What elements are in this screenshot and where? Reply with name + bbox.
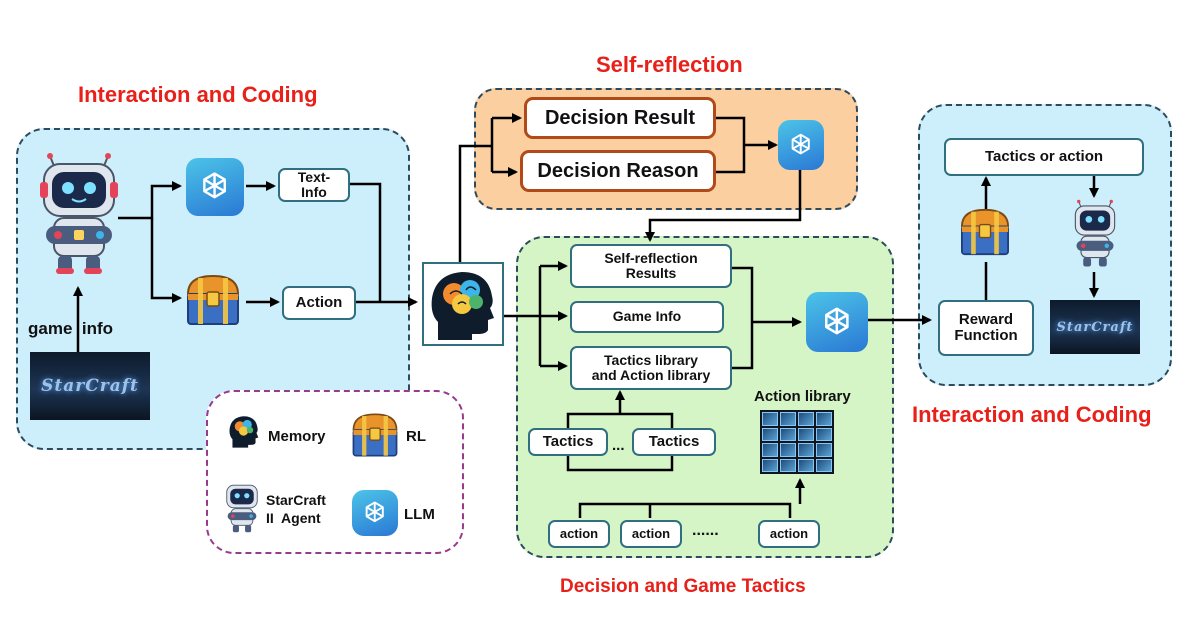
action-library-label: Action library (754, 388, 851, 405)
starcraft-logo: StarCraft (30, 352, 150, 420)
starcraft-logo-text: StarCraft (41, 376, 139, 396)
action-box-2: action (620, 520, 682, 548)
game-info-label: game info (28, 319, 114, 338)
treasure-chest-icon (352, 413, 398, 457)
legend-agent-label: StarCraft II Agent (266, 492, 326, 526)
decision-result-box: Decision Result (524, 97, 716, 139)
action-box-3: action (758, 520, 820, 548)
starcraft-logo-text: StarCraft (1056, 319, 1134, 335)
self-reflection-results-box: Self-reflection Results (570, 244, 732, 288)
action-dots: ...... (692, 522, 719, 539)
treasure-chest-icon (186, 274, 240, 325)
chatgpt-icon (806, 292, 868, 352)
treasure-chest-icon (960, 208, 1010, 256)
title-self-reflection: Self-reflection (596, 52, 743, 77)
text-info-box: Text- Info (278, 168, 350, 202)
action-library-image (760, 410, 834, 474)
legend-memory-label: Memory (268, 428, 326, 445)
memory-brain-box (422, 262, 504, 346)
chatgpt-icon (186, 158, 244, 216)
chatgpt-icon (352, 490, 398, 536)
chatgpt-icon (778, 120, 824, 170)
game-info-box: Game Info (570, 301, 724, 333)
title-decision-tactics: Decision and Game Tactics (560, 576, 806, 597)
action-box-1: action (548, 520, 610, 548)
brain-head-icon (229, 416, 259, 448)
title-right-interaction: Interaction and Coding (912, 402, 1152, 427)
legend-llm-label: LLM (404, 506, 435, 523)
action-box: Action (282, 286, 356, 320)
tactics-ellipsis: ... (612, 437, 625, 454)
tactics-library-box: Tactics library and Action library (570, 346, 732, 390)
robot-icon (1074, 199, 1116, 267)
tactics-box-1: Tactics (528, 428, 608, 456)
reward-function-box: Reward Function (938, 300, 1034, 356)
tactics-box-2: Tactics (632, 428, 716, 456)
robot-icon (40, 153, 118, 274)
decision-reason-box: Decision Reason (520, 150, 716, 192)
starcraft-logo: StarCraft (1050, 300, 1140, 354)
legend-rl-label: RL (406, 428, 426, 445)
tactics-or-action-box: Tactics or action (944, 138, 1144, 176)
robot-icon (226, 484, 258, 533)
title-left-interaction: Interaction and Coding (78, 82, 318, 107)
brain-head-icon (431, 272, 494, 340)
